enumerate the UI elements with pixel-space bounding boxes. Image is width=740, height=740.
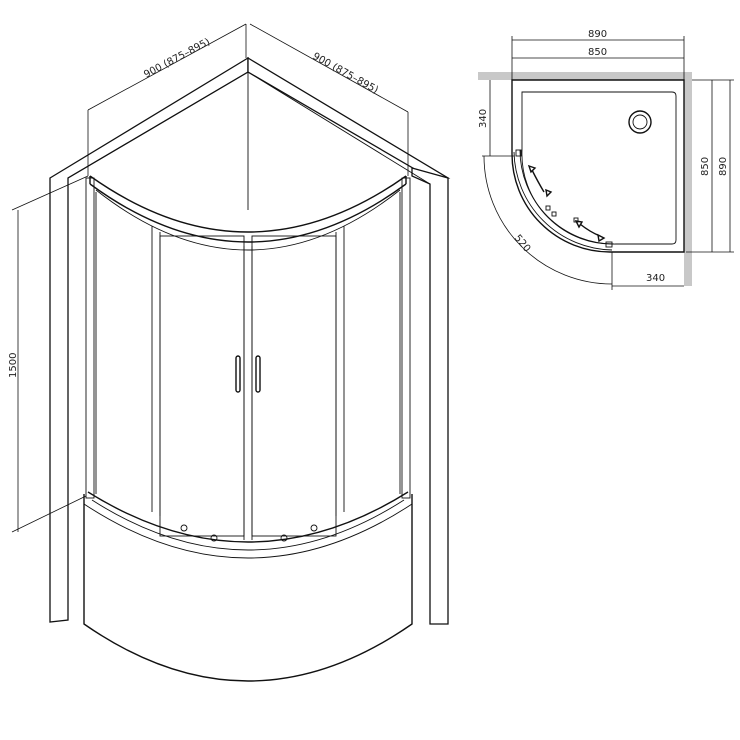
slide-arrow-icon <box>574 220 606 243</box>
plan-tray-inner <box>521 91 677 245</box>
right-wall-face <box>411 167 449 625</box>
plan-outer-depth: 890 <box>718 157 729 176</box>
width-left-label: 900 (875–895) <box>142 37 212 81</box>
width-right-label: 900 (875–895) <box>311 51 380 96</box>
roller <box>280 534 288 542</box>
handle-right <box>255 355 261 393</box>
drain-icon <box>628 110 652 134</box>
plan-view: 890 850 850 890 340 340 520 <box>478 29 734 290</box>
plan-wall-right <box>684 72 692 286</box>
door-panel-left <box>159 235 245 537</box>
plan-wall-top <box>478 72 692 80</box>
top-rail <box>89 175 407 233</box>
shower-tray <box>83 494 413 682</box>
plan-radius: 520 <box>512 233 533 255</box>
plan-tray-outer <box>511 79 685 253</box>
roller <box>180 524 188 532</box>
dim-width-left: 900 (875–895) <box>87 23 247 176</box>
plan-outer-width: 890 <box>588 29 607 40</box>
bottom-rail <box>87 491 409 543</box>
left-wall <box>49 56 249 623</box>
plan-inner-width: 850 <box>588 47 607 58</box>
perspective-view: 900 (875–895) 900 (875–895) 1500 <box>8 23 451 682</box>
plan-entry-left: 340 <box>478 109 489 128</box>
door-panel-right <box>251 235 337 537</box>
plan-inner-depth: 850 <box>700 157 711 176</box>
roller <box>210 534 218 542</box>
roller <box>310 524 318 532</box>
slide-arrow-icon <box>527 164 553 198</box>
right-profile <box>401 177 411 499</box>
radius-dim-arc <box>483 155 613 285</box>
dim-width-right: 900 (875–895) <box>249 23 409 176</box>
plan-frame-arc <box>513 151 613 251</box>
handle-left <box>235 355 241 393</box>
left-profile <box>85 177 95 499</box>
dim-height: 1500 <box>8 175 89 533</box>
plan-entry-bottom: 340 <box>646 273 665 284</box>
height-label: 1500 <box>8 353 19 378</box>
